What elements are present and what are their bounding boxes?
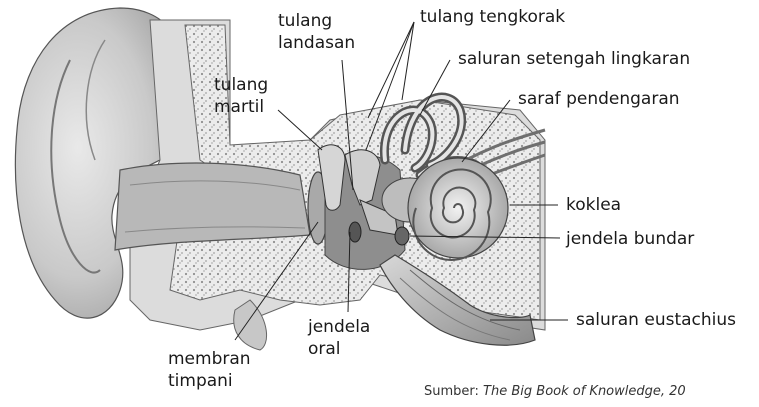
oval-window: [349, 222, 361, 242]
round-window: [395, 227, 409, 245]
label-tulang-martil: tulang martil: [214, 74, 268, 118]
label-jendela-oral: jendela oral: [308, 316, 370, 360]
source-title: The Big Book of Knowledge, 20: [483, 384, 686, 399]
label-saraf-pendengaran: saraf pendengaran: [518, 88, 680, 110]
label-koklea: koklea: [566, 194, 621, 216]
label-tulang-landasan: tulang landasan: [278, 10, 355, 54]
ear-canal: [115, 163, 310, 250]
label-jendela-bundar: jendela bundar: [566, 228, 694, 250]
label-saluran-eustachius: saluran eustachius: [576, 309, 736, 331]
source-caption: Sumber: The Big Book of Knowledge, 20: [424, 384, 686, 399]
label-tulang-tengkorak: tulang tengkorak: [420, 6, 565, 28]
label-membran-timpani: membran timpani: [168, 348, 251, 392]
source-prefix: Sumber:: [424, 384, 483, 399]
label-saluran-setengah-lingkaran: saluran setengah lingkaran: [458, 48, 690, 70]
